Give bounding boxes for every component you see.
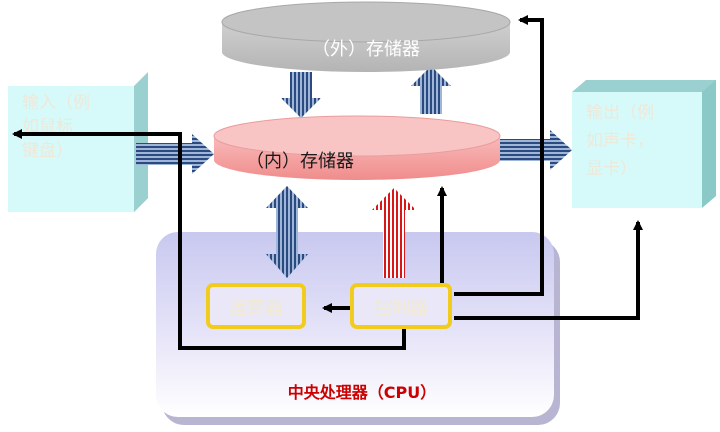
cpu-label: 中央处理器（CPU）	[288, 383, 436, 402]
input-device-box: 输入（例 如鼠标 键盘）	[8, 72, 148, 212]
ext-to-int-arrow	[281, 72, 321, 118]
control-unit-label: 控制器	[374, 298, 428, 319]
alu-label: 运算器	[229, 298, 283, 319]
internal-memory: （内）存储器	[213, 115, 501, 180]
int-to-ext-arrow	[411, 66, 451, 114]
internal-memory-label: （内）存储器	[246, 151, 354, 172]
external-memory-label: （外）存储器	[312, 39, 420, 60]
input-line-1: 输入（例	[22, 93, 90, 113]
control-unit-box: 控制器	[350, 283, 452, 329]
control-to-output-line	[454, 220, 643, 320]
control-to-input-line	[12, 129, 406, 350]
control-to-memory-arrow	[372, 188, 416, 278]
external-memory: （外）存储器	[221, 1, 511, 72]
output-line-2: 如声卡，	[586, 131, 654, 151]
output-device-box: 输出（例 如声卡， 显卡）	[572, 80, 716, 208]
memory-to-output-arrow	[498, 130, 572, 170]
input-line-3: 键盘）	[22, 141, 73, 161]
control-to-external-memory-line	[454, 15, 544, 296]
memory-alu-arrow	[266, 186, 308, 278]
output-line-1: 输出（例	[586, 103, 654, 123]
alu-box: 运算器	[206, 283, 306, 329]
output-line-3: 显卡）	[586, 159, 637, 179]
